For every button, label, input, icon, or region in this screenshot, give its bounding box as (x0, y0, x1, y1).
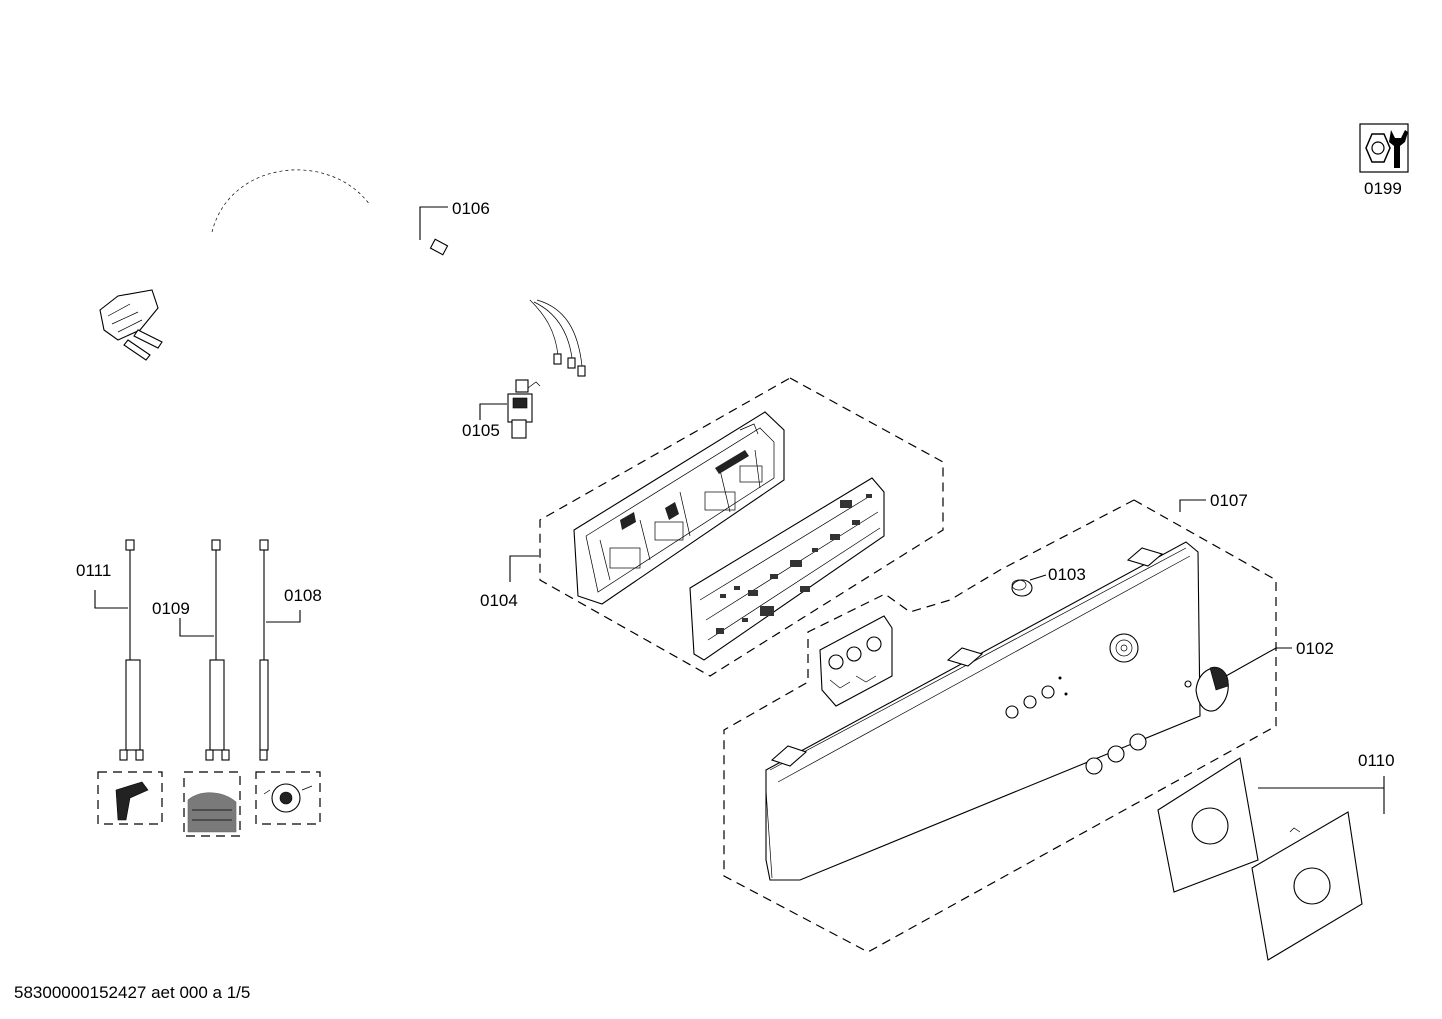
harness-0108-part (255, 539, 321, 825)
power-cord-part (99, 169, 586, 377)
group-outline-0107 (723, 499, 1277, 953)
program-knob-part (1184, 666, 1229, 712)
label-0105: 0105 (462, 421, 500, 440)
cover-plates-part (1157, 757, 1363, 961)
label-0106: 0106 (452, 199, 490, 218)
button-holder-part (819, 615, 893, 707)
control-pcb-part (689, 477, 885, 661)
document-id-footer: 58300000152427 aet 000 a 1/5 (14, 983, 250, 1002)
wrench-nut-icon (1359, 123, 1409, 173)
label-0108: 0108 (284, 586, 322, 605)
harness-0111-part (97, 539, 163, 825)
label-0107: 0107 (1210, 491, 1248, 510)
label-0111: 0111 (76, 561, 111, 580)
label-0104: 0104 (480, 591, 518, 610)
harness-0109-part (183, 539, 241, 837)
label-0102: 0102 (1296, 639, 1334, 658)
label-0103: 0103 (1048, 565, 1086, 584)
group-outline-0104 (539, 377, 944, 677)
control-module-housing-part (573, 411, 785, 605)
control-panel-fascia-part (765, 541, 1201, 881)
label-0110: 0110 (1358, 751, 1395, 770)
indicator-lens-part (1011, 579, 1033, 597)
label-0199: 0199 (1364, 179, 1402, 198)
interference-filter-part (507, 379, 541, 439)
label-0109: 0109 (152, 599, 190, 618)
